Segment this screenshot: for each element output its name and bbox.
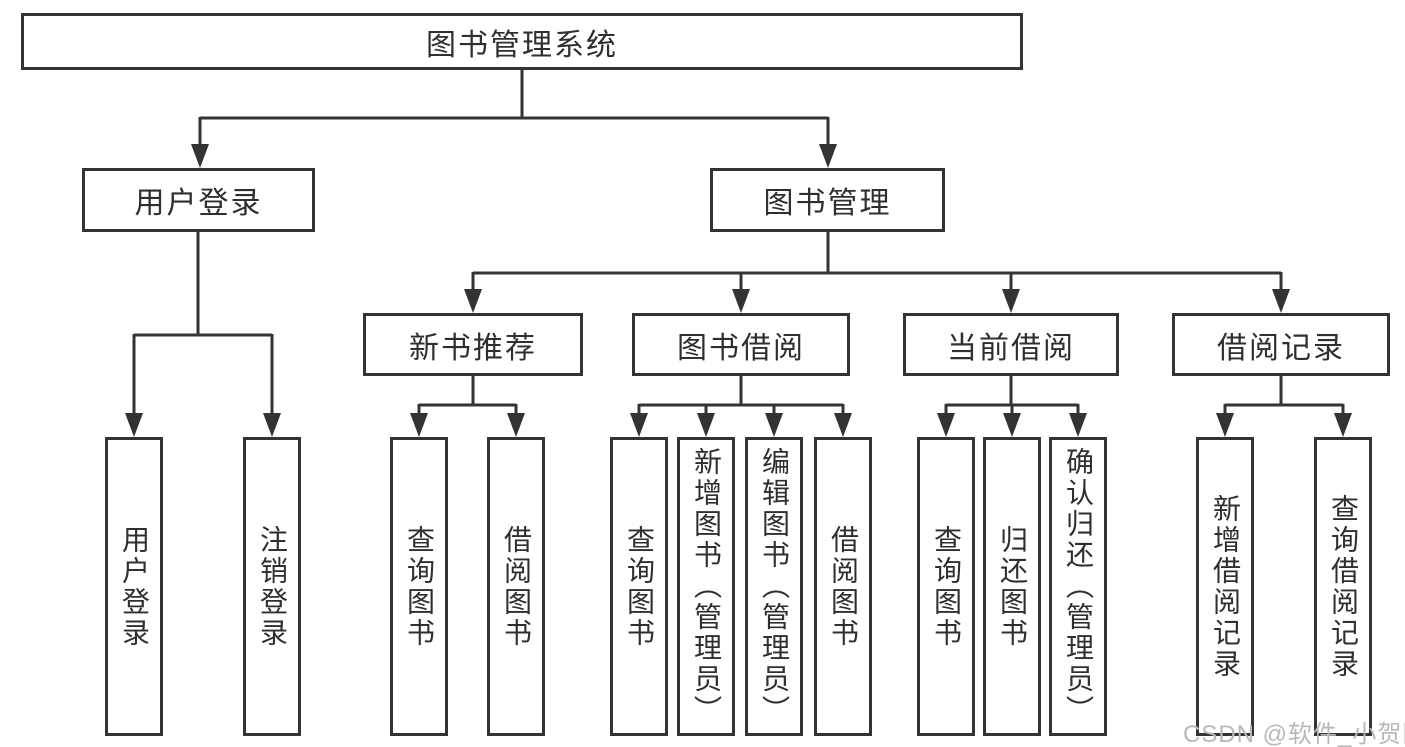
leaf-borrowing-query-books: 查询图书: [610, 437, 668, 736]
leaf-user-login-action: 用户登录: [105, 437, 163, 736]
csdn-watermark: CSDN @软件_小贺同学: [1183, 721, 1405, 747]
node-new-book-recommend: 新书推荐: [363, 313, 583, 376]
leaf-current-query-books: 查询图书: [917, 437, 975, 736]
node-current-borrowing: 当前借阅: [903, 313, 1119, 376]
node-book-borrowing: 图书借阅: [632, 313, 850, 376]
leaf-logout-action: 注销登录: [243, 437, 301, 736]
leaf-current-confirm-return-admin: 确认归还（管理员）: [1049, 437, 1107, 736]
leaf-records-query-record: 查询借阅记录: [1314, 437, 1372, 736]
leaf-borrowing-borrow-books: 借阅图书: [814, 437, 872, 736]
node-user-login: 用户登录: [82, 168, 315, 232]
node-system-root: 图书管理系统: [21, 13, 1023, 70]
leaf-borrowing-edit-books-admin: 编辑图书（管理员）: [745, 437, 803, 736]
leaf-current-return-books: 归还图书: [983, 437, 1041, 736]
node-borrow-records: 借阅记录: [1172, 313, 1390, 376]
leaf-recommend-query-books: 查询图书: [390, 437, 448, 736]
leaf-records-add-record: 新增借阅记录: [1196, 437, 1254, 736]
leaf-recommend-borrow-books: 借阅图书: [487, 437, 545, 736]
leaf-borrowing-add-books-admin: 新增图书（管理员）: [677, 437, 735, 736]
node-book-management: 图书管理: [710, 168, 945, 232]
